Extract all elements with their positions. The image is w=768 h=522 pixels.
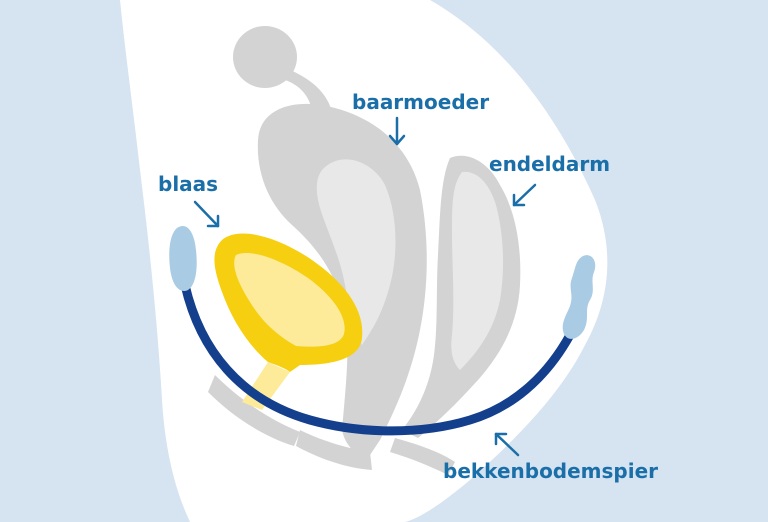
label-baarmoeder: baarmoeder — [352, 90, 490, 114]
bladder-inner — [234, 252, 345, 347]
rectum-inner — [451, 171, 504, 370]
vaginal-canal — [296, 430, 372, 470]
arrow-endeldarm — [512, 183, 537, 207]
muscle-end-left — [169, 226, 197, 292]
muscle-end-right — [562, 255, 596, 339]
arrow-bekkenbodemspier — [494, 432, 520, 457]
label-endeldarm: endeldarm — [489, 152, 611, 176]
hip-bone-head — [233, 26, 297, 88]
arrow-blaas — [193, 200, 220, 228]
anal-canal — [390, 438, 455, 475]
arrow-baarmoeder — [388, 116, 406, 146]
pelvic-floor-muscle — [180, 280, 575, 436]
uterus-inner — [316, 159, 396, 345]
perineum-shape — [208, 375, 300, 446]
label-bekkenbodemspier: bekkenbodemspier — [443, 459, 659, 483]
label-blaas: blaas — [158, 172, 219, 196]
